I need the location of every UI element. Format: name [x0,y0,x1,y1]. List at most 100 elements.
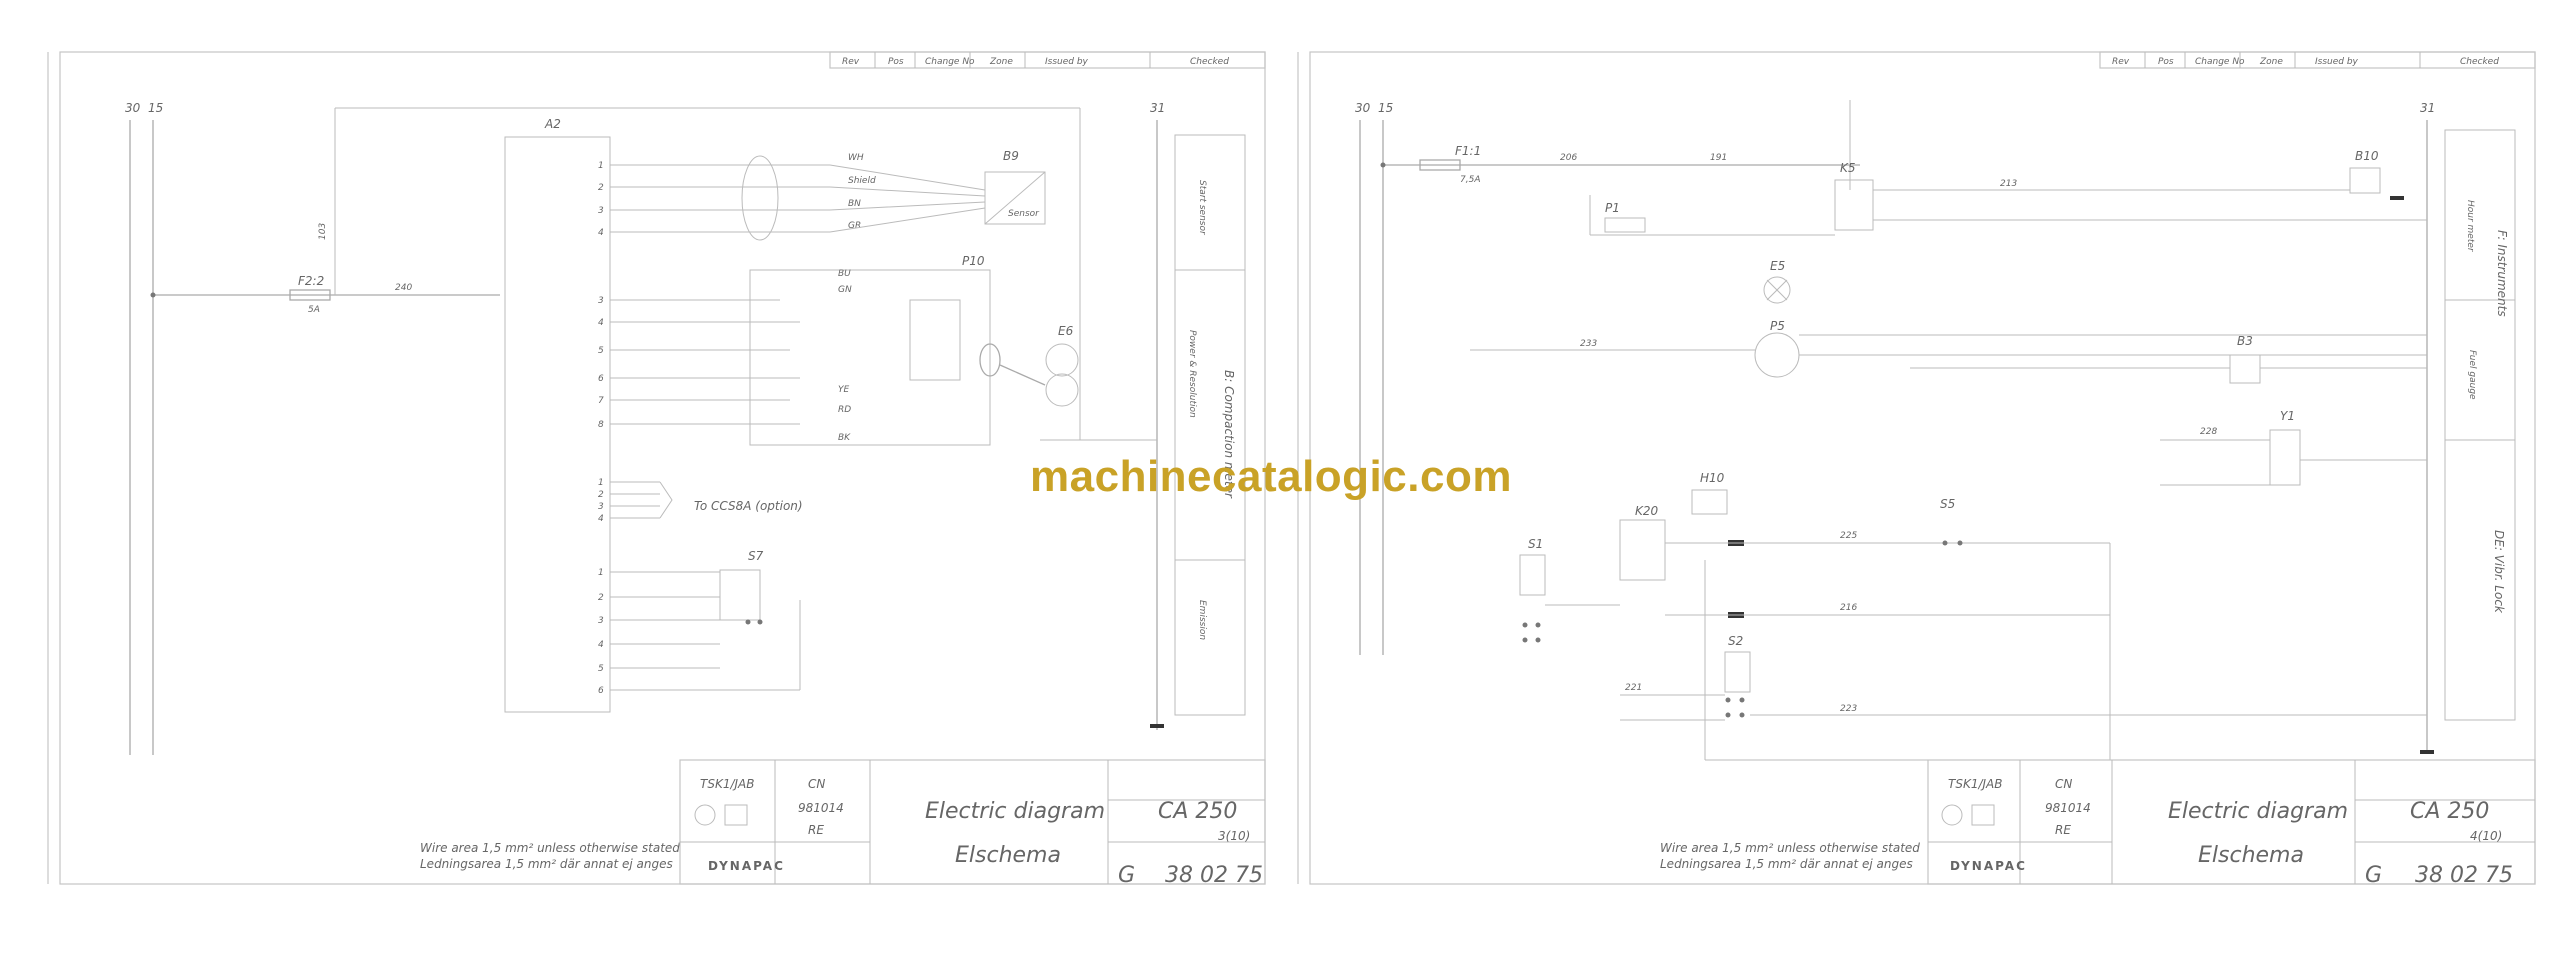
schematic-sheet-right: Rev Pos Change No Zone Issued by Checked… [1280,0,2560,950]
model: CA 250 [1158,799,1237,824]
svg-text:1: 1 [598,161,604,171]
model: CA 250 [2410,799,2489,824]
svg-text:981014: 981014 [798,801,844,815]
svg-text:2: 2 [598,490,604,500]
schematic-sheet-left: Rev Pos Change No Zone Issued by Checked… [0,0,1280,950]
change-col: Change No [925,57,975,67]
sheet-border [1309,51,2536,885]
side-label-compaction: B: Compaction meter [1222,370,1236,499]
p10-wire-labels: BU GN YE RD BK [838,269,852,443]
title-sv: Elschema [955,843,1061,868]
side-label-vibr: DE: Vibr. Lock [2492,530,2506,614]
unit-p10-label: P10 [962,254,985,268]
svg-text:3: 3 [598,502,604,512]
svg-text:206: 206 [1560,153,1577,163]
svg-text:8: 8 [598,420,604,430]
svg-text:981014: 981014 [2045,801,2091,815]
svg-text:Sensor: Sensor [1008,209,1040,219]
svg-text:YE: YE [838,385,849,395]
sensor-b10 [2349,167,2381,194]
svg-text:CN: CN [808,777,825,791]
pressure-p1-label: P1 [1605,201,1620,215]
svg-text:213: 213 [2000,179,2017,189]
svg-text:Issued by: Issued by [2315,57,2359,67]
fuse-f22-rating: 5A [308,305,320,315]
svg-text:4: 4 [598,514,604,524]
svg-text:216: 216 [1840,603,1857,613]
side-label-power: Power & Resolution [1187,330,1197,418]
rail-15-label: 15 [148,101,163,115]
svg-text:4: 4 [598,228,604,238]
title-block: TSK1/JAB CN 981014 RE DYNAPAC Electric d… [1927,759,2536,888]
wire-103-label: 103 [318,223,328,240]
relay-k20 [1619,519,1666,581]
schematic-right-svg: Rev Pos Change No Zone Issued by Checked… [1297,51,2536,888]
rail-30-label: 30 [1355,101,1371,115]
sensor-b9 [984,171,1046,225]
rail-31-label: 31 [2420,101,2435,115]
svg-text:Shield: Shield [848,176,876,186]
revision-header: Rev Pos Change No Zone Issued by Checked [2099,51,2536,69]
svg-text:223: 223 [1840,704,1857,714]
title-en: Electric diagram [925,799,1105,824]
wire-240-label: 240 [395,283,412,293]
svg-text:3: 3 [598,296,604,306]
unit-a2 [504,136,611,713]
function-column [2444,129,2516,721]
title-block: TSK1/JAB CN 981014 RE DYNAPAC Electric d… [679,759,1266,888]
function-column [1174,134,1246,716]
svg-text:191: 191 [1710,153,1727,163]
rev-col: Rev [842,57,860,67]
title-sv: Elschema [2198,843,2304,868]
svg-text:Zone: Zone [2259,57,2283,67]
fuse-f22-label: F2:2 [298,274,324,288]
dynapac-logo: DYNAPAC [1950,859,2027,873]
svg-text:5: 5 [598,664,604,674]
side-label-start: Start sensor [1197,180,1207,236]
lamp-e5-label: E5 [1770,259,1785,273]
rail-15-label: 15 [1378,101,1393,115]
svg-text:BN: BN [848,199,861,209]
svg-text:4: 4 [598,640,604,650]
sheet-number: 3(10) [1218,829,1250,843]
sensor-b3-label: B3 [2237,334,2253,348]
svg-text:Change No: Change No [2195,57,2245,67]
svg-text:3: 3 [598,616,604,626]
sensor-b3 [2229,354,2261,384]
switch-s2 [1724,651,1751,693]
relay-k5-label: K5 [1840,161,1856,175]
side-label-hour: Hour meter [2465,200,2475,253]
side-label-instruments: F: Instruments [2495,230,2509,317]
relay-k20-label: K20 [1635,504,1659,518]
svg-text:1: 1 [598,568,604,578]
lamp-e6-label: E6 [1058,324,1074,338]
svg-text:BU: BU [838,269,851,279]
zone-col: Zone [989,57,1013,67]
sheet-border [59,51,1266,885]
footer-note-sv: Ledningsarea 1,5 mm² där annat ej anges [1660,857,1913,871]
side-label-fuel: Fuel gauge [2467,350,2477,400]
svg-text:2: 2 [598,593,604,603]
svg-text:221: 221 [1625,683,1642,693]
svg-text:Pos: Pos [2158,57,2174,67]
lamp-h10-label: H10 [1700,471,1725,485]
gauge-p5-label: P5 [1770,319,1785,333]
gauge-p5 [1754,332,1800,378]
lamp-e6 [1045,343,1079,377]
revision: G [1118,863,1135,888]
a2-connector-4: 1 2 3 4 5 6 [598,568,800,696]
issued-col: Issued by [1045,57,1089,67]
switch-s7-label: S7 [748,549,764,563]
svg-text:6: 6 [598,686,604,696]
sensor-b9-label: B9 [1003,149,1019,163]
fuse-f11-rating: 7,5A [1460,175,1480,185]
sensor-b10-label: B10 [2355,149,2379,163]
svg-text:4: 4 [598,318,604,328]
pressure-p1 [1604,217,1646,233]
footer-note-sv: Ledningsarea 1,5 mm² där annat ej anges [420,857,673,871]
svg-text:7: 7 [598,396,604,406]
svg-text:GR: GR [848,221,861,231]
valve-y1 [2269,429,2301,486]
switch-s1-label: S1 [1528,537,1543,551]
svg-text:TSK1/JAB: TSK1/JAB [1948,777,2002,791]
